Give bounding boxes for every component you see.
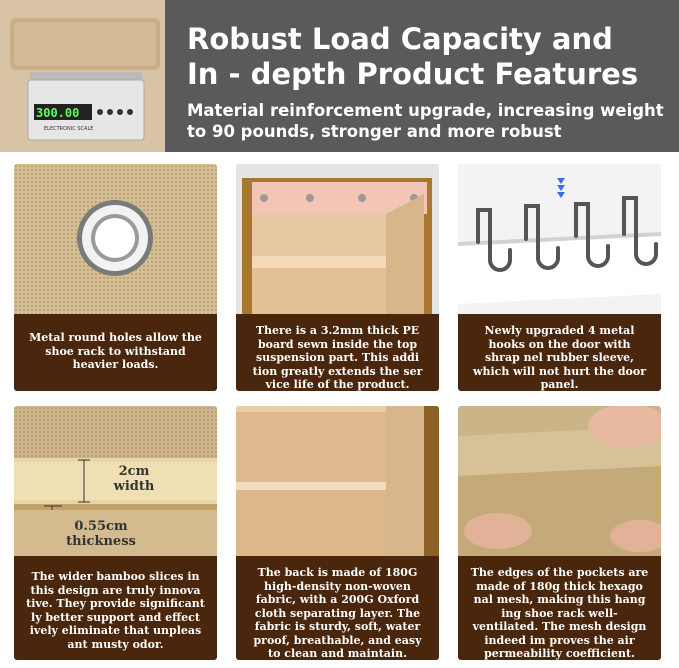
headline-line-2: In - depth Product Features — [187, 57, 639, 91]
feature-card-metal-hooks: Newly upgraded 4 metal hooks on the door… — [458, 164, 661, 391]
mesh-pocket-photo — [458, 406, 661, 556]
thickness-measurement-label: 0.55cm thickness — [56, 519, 146, 549]
feature-card-bamboo-slices: 2cm width 0.55cm thickness The wider bam… — [14, 406, 217, 660]
card-caption: There is a 3.2mm thick PE board sewn ins… — [236, 314, 439, 391]
top-banner: 300.00 ELECTRONIC SCALE Robust Load Capa… — [0, 0, 679, 152]
door-hooks-photo — [458, 164, 661, 314]
thickness-value: 0.55cm — [74, 519, 128, 534]
scale-display: 300.00 — [36, 106, 79, 120]
metal-hole-photo — [14, 164, 217, 314]
feature-card-back-fabric: The back is made of 180G high-density no… — [236, 406, 439, 660]
scale-photo: 300.00 ELECTRONIC SCALE — [0, 0, 165, 152]
scale-illustration: 300.00 ELECTRONIC SCALE — [0, 0, 165, 152]
width-value: 2cm — [118, 464, 150, 479]
width-measurement-label: 2cm width — [104, 464, 164, 494]
thickness-word: thickness — [66, 534, 136, 549]
card-caption: The edges of the pockets are made of 180… — [458, 556, 661, 660]
subheadline: Material reinforcement upgrade, increasi… — [187, 100, 667, 142]
subheadline-line-2: to 90 pounds, stronger and more robust — [187, 122, 562, 141]
scale-brand: ELECTRONIC SCALE — [44, 126, 93, 132]
feature-card-pe-board: There is a 3.2mm thick PE board sewn ins… — [236, 164, 439, 391]
subheadline-line-1: Material reinforcement upgrade, increasi… — [187, 101, 664, 120]
card-caption: Metal round holes allow the shoe rack to… — [14, 314, 217, 391]
back-fabric-photo — [236, 406, 439, 556]
pe-board-photo — [236, 164, 439, 314]
width-word: width — [113, 479, 155, 494]
feature-card-metal-holes: Metal round holes allow the shoe rack to… — [14, 164, 217, 391]
card-caption: The back is made of 180G high-density no… — [236, 556, 439, 660]
headline: Robust Load Capacity and In - depth Prod… — [187, 22, 667, 92]
card-caption: Newly upgraded 4 metal hooks on the door… — [458, 314, 661, 391]
headline-line-1: Robust Load Capacity and — [187, 22, 613, 56]
bamboo-slice-photo: 2cm width 0.55cm thickness — [14, 406, 217, 556]
card-caption: The wider bamboo slices in this design a… — [14, 556, 217, 660]
feature-card-mesh-pockets: The edges of the pockets are made of 180… — [458, 406, 661, 660]
